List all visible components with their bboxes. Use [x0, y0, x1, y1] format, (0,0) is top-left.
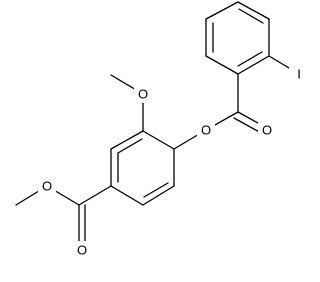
- central-ring-inner-double-bond: [117, 138, 143, 154]
- methyl-ester-carbonyl-oxygen-atom: O: [73, 241, 91, 259]
- ester-carbonyl-oxygen-atom: O: [258, 121, 276, 139]
- central-ring-bond: [110, 185, 144, 206]
- ester-bridge-oxygen-atom: O: [197, 121, 215, 139]
- methyl-ester-single-oxygen-label: O: [42, 179, 52, 194]
- methyl-ester-carbonyl-oxygen-label: O: [77, 243, 87, 258]
- iodophenyl-ring-inner-double-bond: [237, 51, 263, 67]
- central-ring-bond: [110, 130, 144, 150]
- central-ring-inner-double-bond: [143, 182, 169, 198]
- iodophenyl-ring-inner-double-bond: [238, 8, 264, 24]
- methyl-ester-single-oxygen-atom: O: [38, 177, 56, 195]
- central-ring-bond: [142, 130, 175, 150]
- methoxy-oxygen-atom: O: [134, 85, 152, 103]
- methoxy-oxygen-label: O: [138, 87, 148, 102]
- iodine-atom-label: I: [297, 67, 301, 82]
- ester-carbonyl-oxygen-label: O: [262, 123, 272, 138]
- iodophenyl-ring-bond: [205, 1, 239, 20]
- iodophenyl-ring-bond: [237, 1, 270, 20]
- ester-bridge-oxygen-label: O: [201, 123, 211, 138]
- chemical-structure-diagram: I O O O O O: [15, 1, 307, 259]
- central-ring-bond: [142, 185, 175, 206]
- iodine-atom: I: [289, 65, 307, 83]
- methyl-ester-ring-bond: [78, 185, 112, 206]
- iodophenyl-ring-bond: [237, 55, 270, 75]
- iodophenyl-ring-bond: [205, 55, 239, 75]
